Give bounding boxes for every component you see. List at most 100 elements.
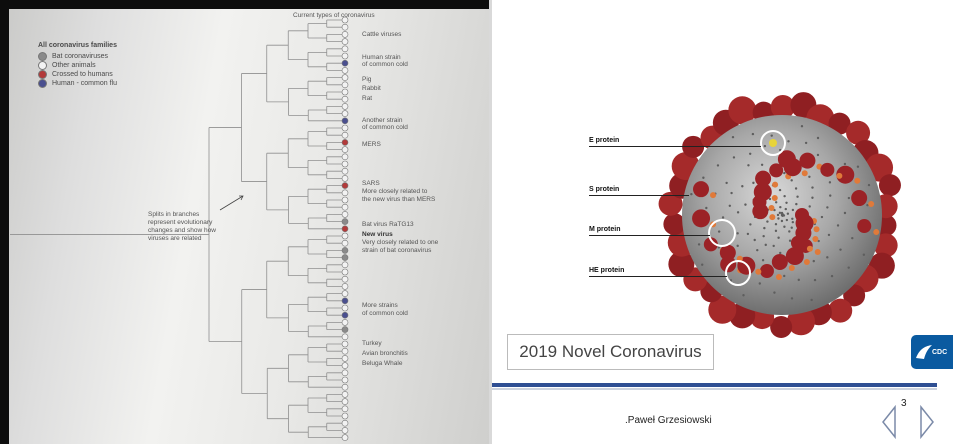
membrane-texture	[810, 298, 813, 302]
membrane-texture	[816, 136, 820, 140]
tree-leaf-node	[341, 67, 349, 74]
tree-leaf-node	[341, 211, 349, 218]
label-sars: SARS	[362, 180, 380, 187]
membrane-texture	[791, 220, 795, 224]
membrane-texture	[791, 217, 794, 220]
membrane-texture	[827, 233, 831, 237]
membrane-texture	[778, 211, 782, 215]
membrane-texture	[812, 259, 815, 263]
label-sars-note: More closely related to	[362, 188, 428, 195]
tree-leaf-node	[341, 139, 349, 146]
spike-protein	[785, 247, 804, 266]
coronavirus-illustration	[658, 92, 901, 338]
membrane-texture	[717, 246, 721, 249]
tree-leaf-node	[341, 405, 349, 413]
tree-leaf-node	[341, 153, 349, 161]
membrane-texture	[777, 217, 780, 220]
membrane-texture	[820, 215, 824, 219]
tree-leaf-node	[341, 45, 349, 53]
tree-leaf-node	[341, 347, 349, 355]
label-more-strains: More strains	[362, 302, 398, 309]
tree-leaf-node	[341, 31, 349, 38]
spike-protein	[820, 162, 835, 177]
membrane-texture	[800, 125, 804, 128]
membrane-texture	[751, 132, 755, 136]
label-human-strain-2: of common cold	[362, 61, 408, 68]
spike-protein	[692, 209, 711, 228]
spike-protein	[708, 295, 737, 324]
membrane-texture	[786, 212, 790, 215]
tree-leaf-node	[341, 239, 349, 247]
spike-protein	[799, 152, 816, 169]
membrane-texture	[790, 179, 793, 182]
tree-leaf-node	[341, 189, 349, 197]
membrane-texture	[697, 243, 701, 246]
membrane-texture	[747, 164, 750, 167]
photo-left-edge	[0, 0, 9, 444]
tree-leaf-node	[341, 268, 349, 276]
spike-protein	[703, 237, 718, 252]
spike-protein	[787, 307, 816, 336]
membrane-texture	[736, 244, 739, 248]
legend-title: All coronavirus families	[38, 42, 117, 49]
panel-divider	[489, 0, 492, 444]
annotation-arrow	[219, 195, 244, 211]
membrane-texture	[791, 208, 795, 212]
membrane-texture	[811, 186, 814, 189]
membrane-texture	[783, 194, 786, 198]
e-protein-dot	[873, 229, 880, 236]
membrane-texture	[776, 213, 780, 217]
membrane-texture	[795, 202, 798, 206]
tree-leaf-node	[341, 182, 349, 189]
membrane-texture	[828, 181, 832, 184]
tree-leaf-node	[341, 160, 349, 168]
legend: All coronavirus families Bat coronavirus…	[38, 42, 117, 88]
membrane-texture	[763, 144, 767, 148]
membrane-texture	[749, 223, 752, 226]
membrane-texture	[826, 256, 829, 259]
membrane-texture	[788, 230, 791, 233]
tree-leaf-node	[341, 203, 349, 211]
tree-leaf-node	[341, 117, 349, 125]
previous-slide-icon[interactable]	[880, 405, 898, 439]
spike-protein	[846, 120, 871, 145]
footer-rule-shadow	[492, 388, 937, 390]
membrane-texture	[830, 274, 834, 278]
membrane-texture	[690, 192, 693, 196]
footer-rule	[492, 383, 937, 387]
tree-leaf-node	[341, 376, 349, 384]
membrane-texture	[761, 259, 765, 262]
membrane-texture	[746, 232, 750, 236]
next-slide-icon[interactable]	[918, 405, 936, 439]
membrane-texture	[847, 266, 850, 269]
membrane-texture	[736, 232, 739, 235]
membrane-texture	[785, 218, 789, 222]
tree-leaf-node	[341, 398, 349, 405]
spike-protein	[770, 95, 795, 120]
membrane-texture	[770, 134, 773, 137]
spike-protein	[720, 256, 737, 273]
label-bat-virus: Bat virus RaTG13	[362, 221, 414, 228]
tree-leaf-node	[341, 38, 349, 45]
membrane-texture	[794, 187, 798, 190]
tree-leaf-node	[341, 434, 349, 441]
e-protein-dot	[768, 204, 775, 211]
tree-leaf-node	[341, 110, 349, 117]
membrane-texture	[811, 196, 814, 199]
slide-title: 2019 Novel Coronavirus	[507, 334, 714, 370]
membrane-texture	[808, 175, 811, 179]
spike-protein	[663, 213, 686, 236]
cdc-logo: CDC	[911, 335, 953, 369]
tree-leaf-node	[341, 333, 349, 341]
spike-protein	[668, 251, 695, 278]
membrane-texture	[862, 253, 866, 256]
membrane-texture	[744, 203, 747, 206]
label-new-virus-note: Very closely related to one	[362, 239, 439, 246]
membrane-texture	[764, 243, 767, 247]
e-protein-dot	[769, 214, 776, 221]
e-protein-dot	[868, 201, 875, 208]
e-protein-dot	[710, 192, 717, 199]
membrane-texture	[839, 248, 842, 251]
spike-protein	[836, 165, 855, 184]
spike-protein	[873, 233, 898, 258]
